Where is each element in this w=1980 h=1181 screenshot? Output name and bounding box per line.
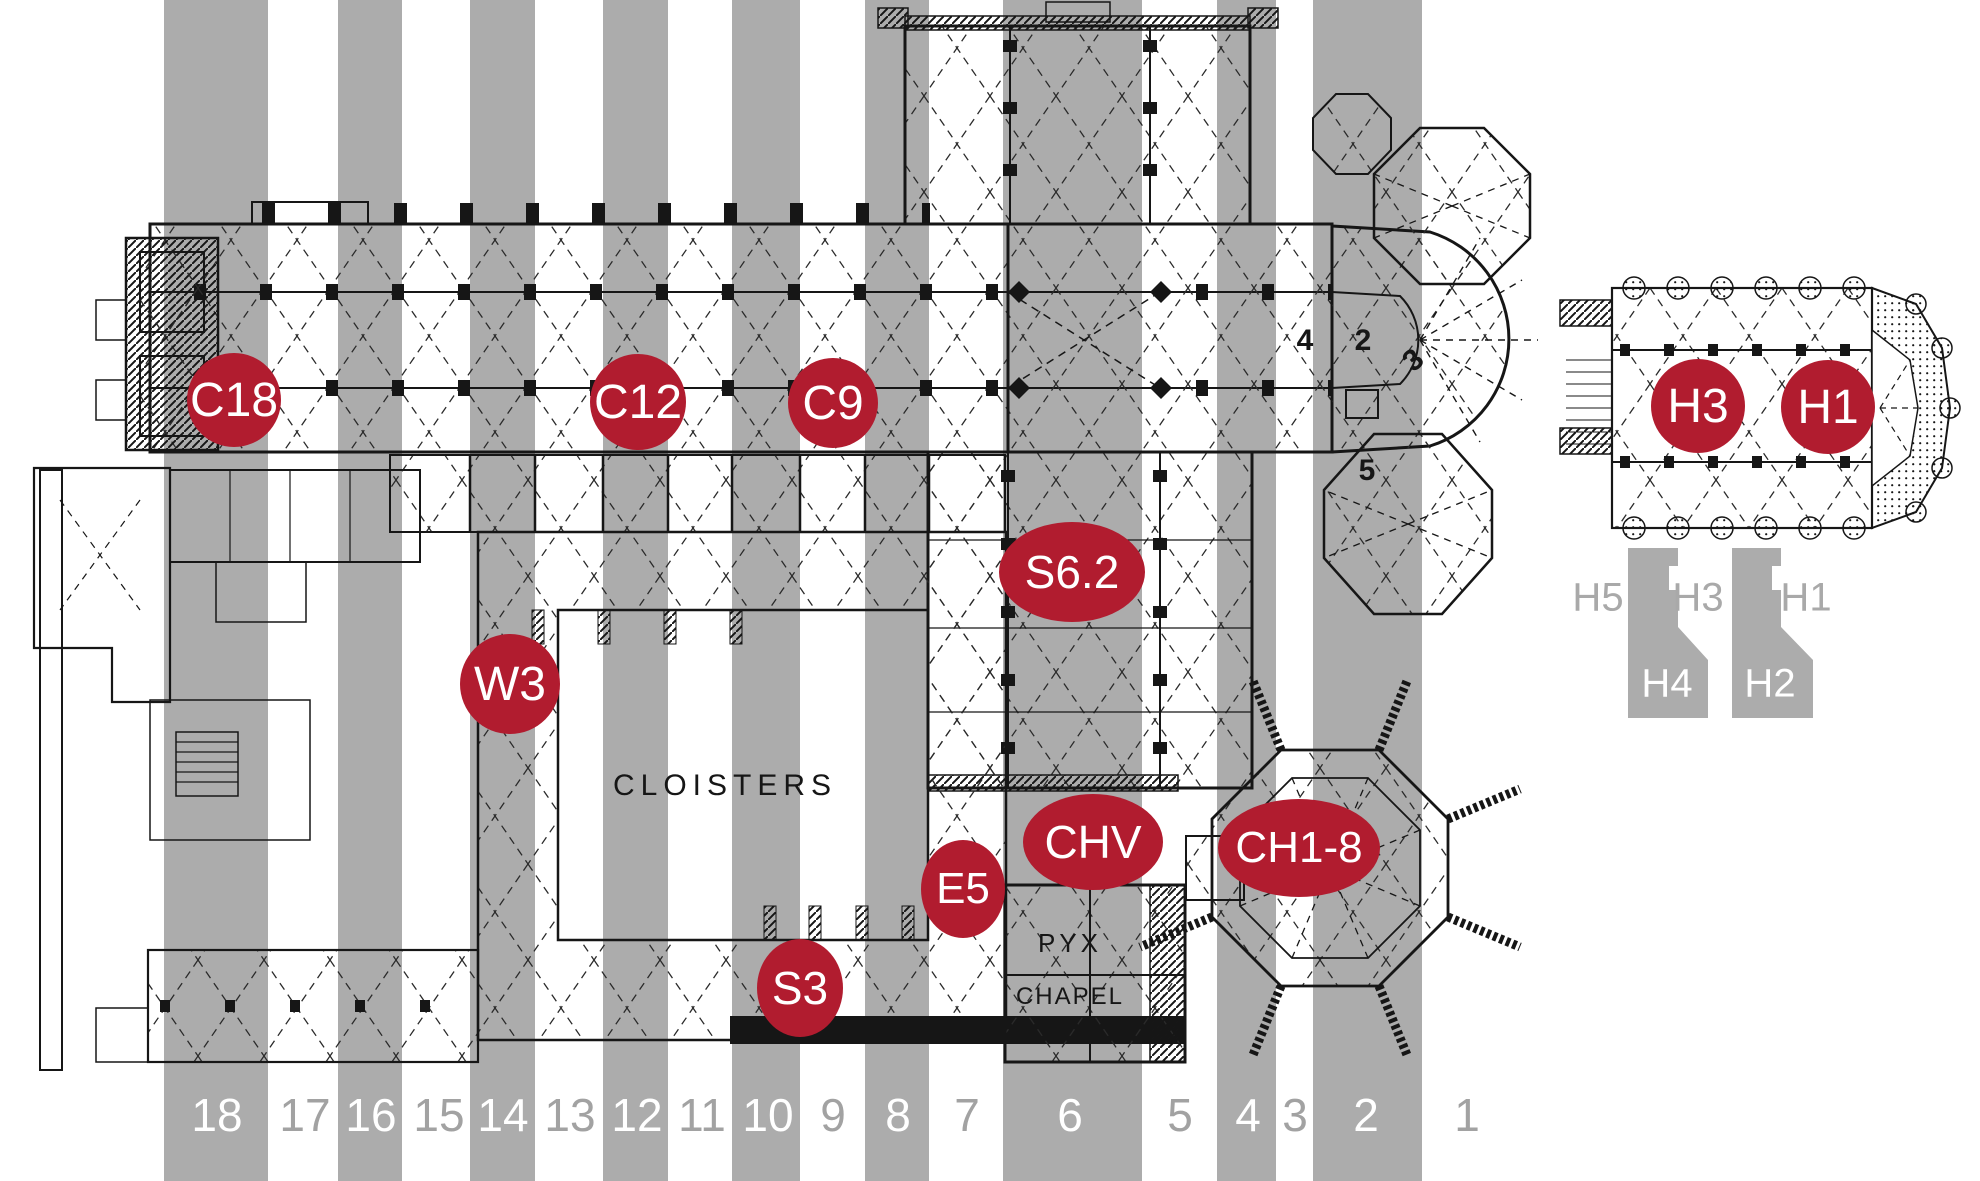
marker-label: W3 [474, 657, 546, 711]
bay-number-2: 2 [1353, 1089, 1379, 1141]
marker-s3[interactable]: S3 [757, 939, 843, 1037]
marker-label: E5 [936, 864, 990, 913]
marker-c12[interactable]: C12 [590, 354, 686, 450]
side-label-h5: H5 [1572, 575, 1624, 620]
bay-number-7: 7 [954, 1089, 980, 1141]
pyx-label: PYX [1038, 928, 1102, 958]
side-label-h2: H2 [1744, 661, 1796, 706]
bay-number-12: 12 [611, 1089, 663, 1141]
bay-number-10: 10 [742, 1089, 794, 1141]
marker-label: C9 [802, 376, 864, 430]
marker-label: S3 [771, 962, 829, 1014]
marker-w3[interactable]: W3 [460, 634, 560, 734]
bay-number-4: 4 [1235, 1089, 1261, 1141]
cloisters-label: CLOISTERS [613, 769, 837, 802]
marker-ch1-8[interactable]: CH1-8 [1218, 799, 1380, 897]
marker-label: C12 [593, 375, 683, 429]
marker-label: H3 [1667, 379, 1729, 433]
crossing-choir [1006, 222, 1334, 454]
apse-bay-number-2: 2 [1355, 324, 1372, 357]
henry-vii-chapel [1566, 276, 1961, 540]
apse [1312, 93, 1613, 616]
apse-bay-number-5: 5 [1359, 454, 1376, 487]
bay-number-18: 18 [191, 1089, 243, 1141]
chapel-label: CHAPEL [1016, 983, 1124, 1010]
bay-number-3: 3 [1282, 1089, 1308, 1141]
pyx-chapel [1003, 883, 1187, 1064]
side-bay-shapes [1628, 548, 1813, 718]
bay-number-16: 16 [345, 1089, 397, 1141]
bay-number-13: 13 [544, 1089, 596, 1141]
monastic-buildings [32, 466, 480, 1071]
bay-number-8: 8 [885, 1089, 911, 1141]
side-label-h4: H4 [1641, 661, 1693, 706]
apse-bay-number-4: 4 [1297, 324, 1314, 357]
bay-number-5: 5 [1167, 1089, 1193, 1141]
bay-number-9: 9 [820, 1089, 846, 1141]
side-label-h1: H1 [1780, 575, 1832, 620]
marker-c18[interactable]: C18 [187, 353, 281, 447]
bay-number-1: 1 [1454, 1089, 1480, 1141]
marker-label: CH1-8 [1235, 823, 1363, 872]
plan-lettering: CLOISTERS PYX CHAPEL 4 2 3 5 [613, 324, 1430, 1010]
marker-e5[interactable]: E5 [921, 840, 1005, 938]
marker-h1[interactable]: H1 [1781, 360, 1875, 454]
north-transept [877, 1, 1279, 226]
marker-chv[interactable]: CHV [1023, 794, 1163, 890]
bay-number-11: 11 [678, 1089, 726, 1141]
marker-c9[interactable]: C9 [788, 358, 878, 448]
marker-label: CHV [1044, 816, 1142, 868]
marker-h3[interactable]: H3 [1651, 359, 1745, 453]
marker-label: C18 [189, 373, 279, 427]
side-label-h3: H3 [1672, 575, 1724, 620]
marker-s6-2[interactable]: S6.2 [999, 522, 1145, 622]
bay-number-6: 6 [1057, 1089, 1083, 1141]
bay-number-17: 17 [279, 1089, 331, 1141]
bay-number-14: 14 [477, 1089, 529, 1141]
marker-label: S6.2 [1024, 546, 1120, 598]
marker-label: H1 [1797, 380, 1859, 434]
bay-number-15: 15 [413, 1089, 465, 1141]
